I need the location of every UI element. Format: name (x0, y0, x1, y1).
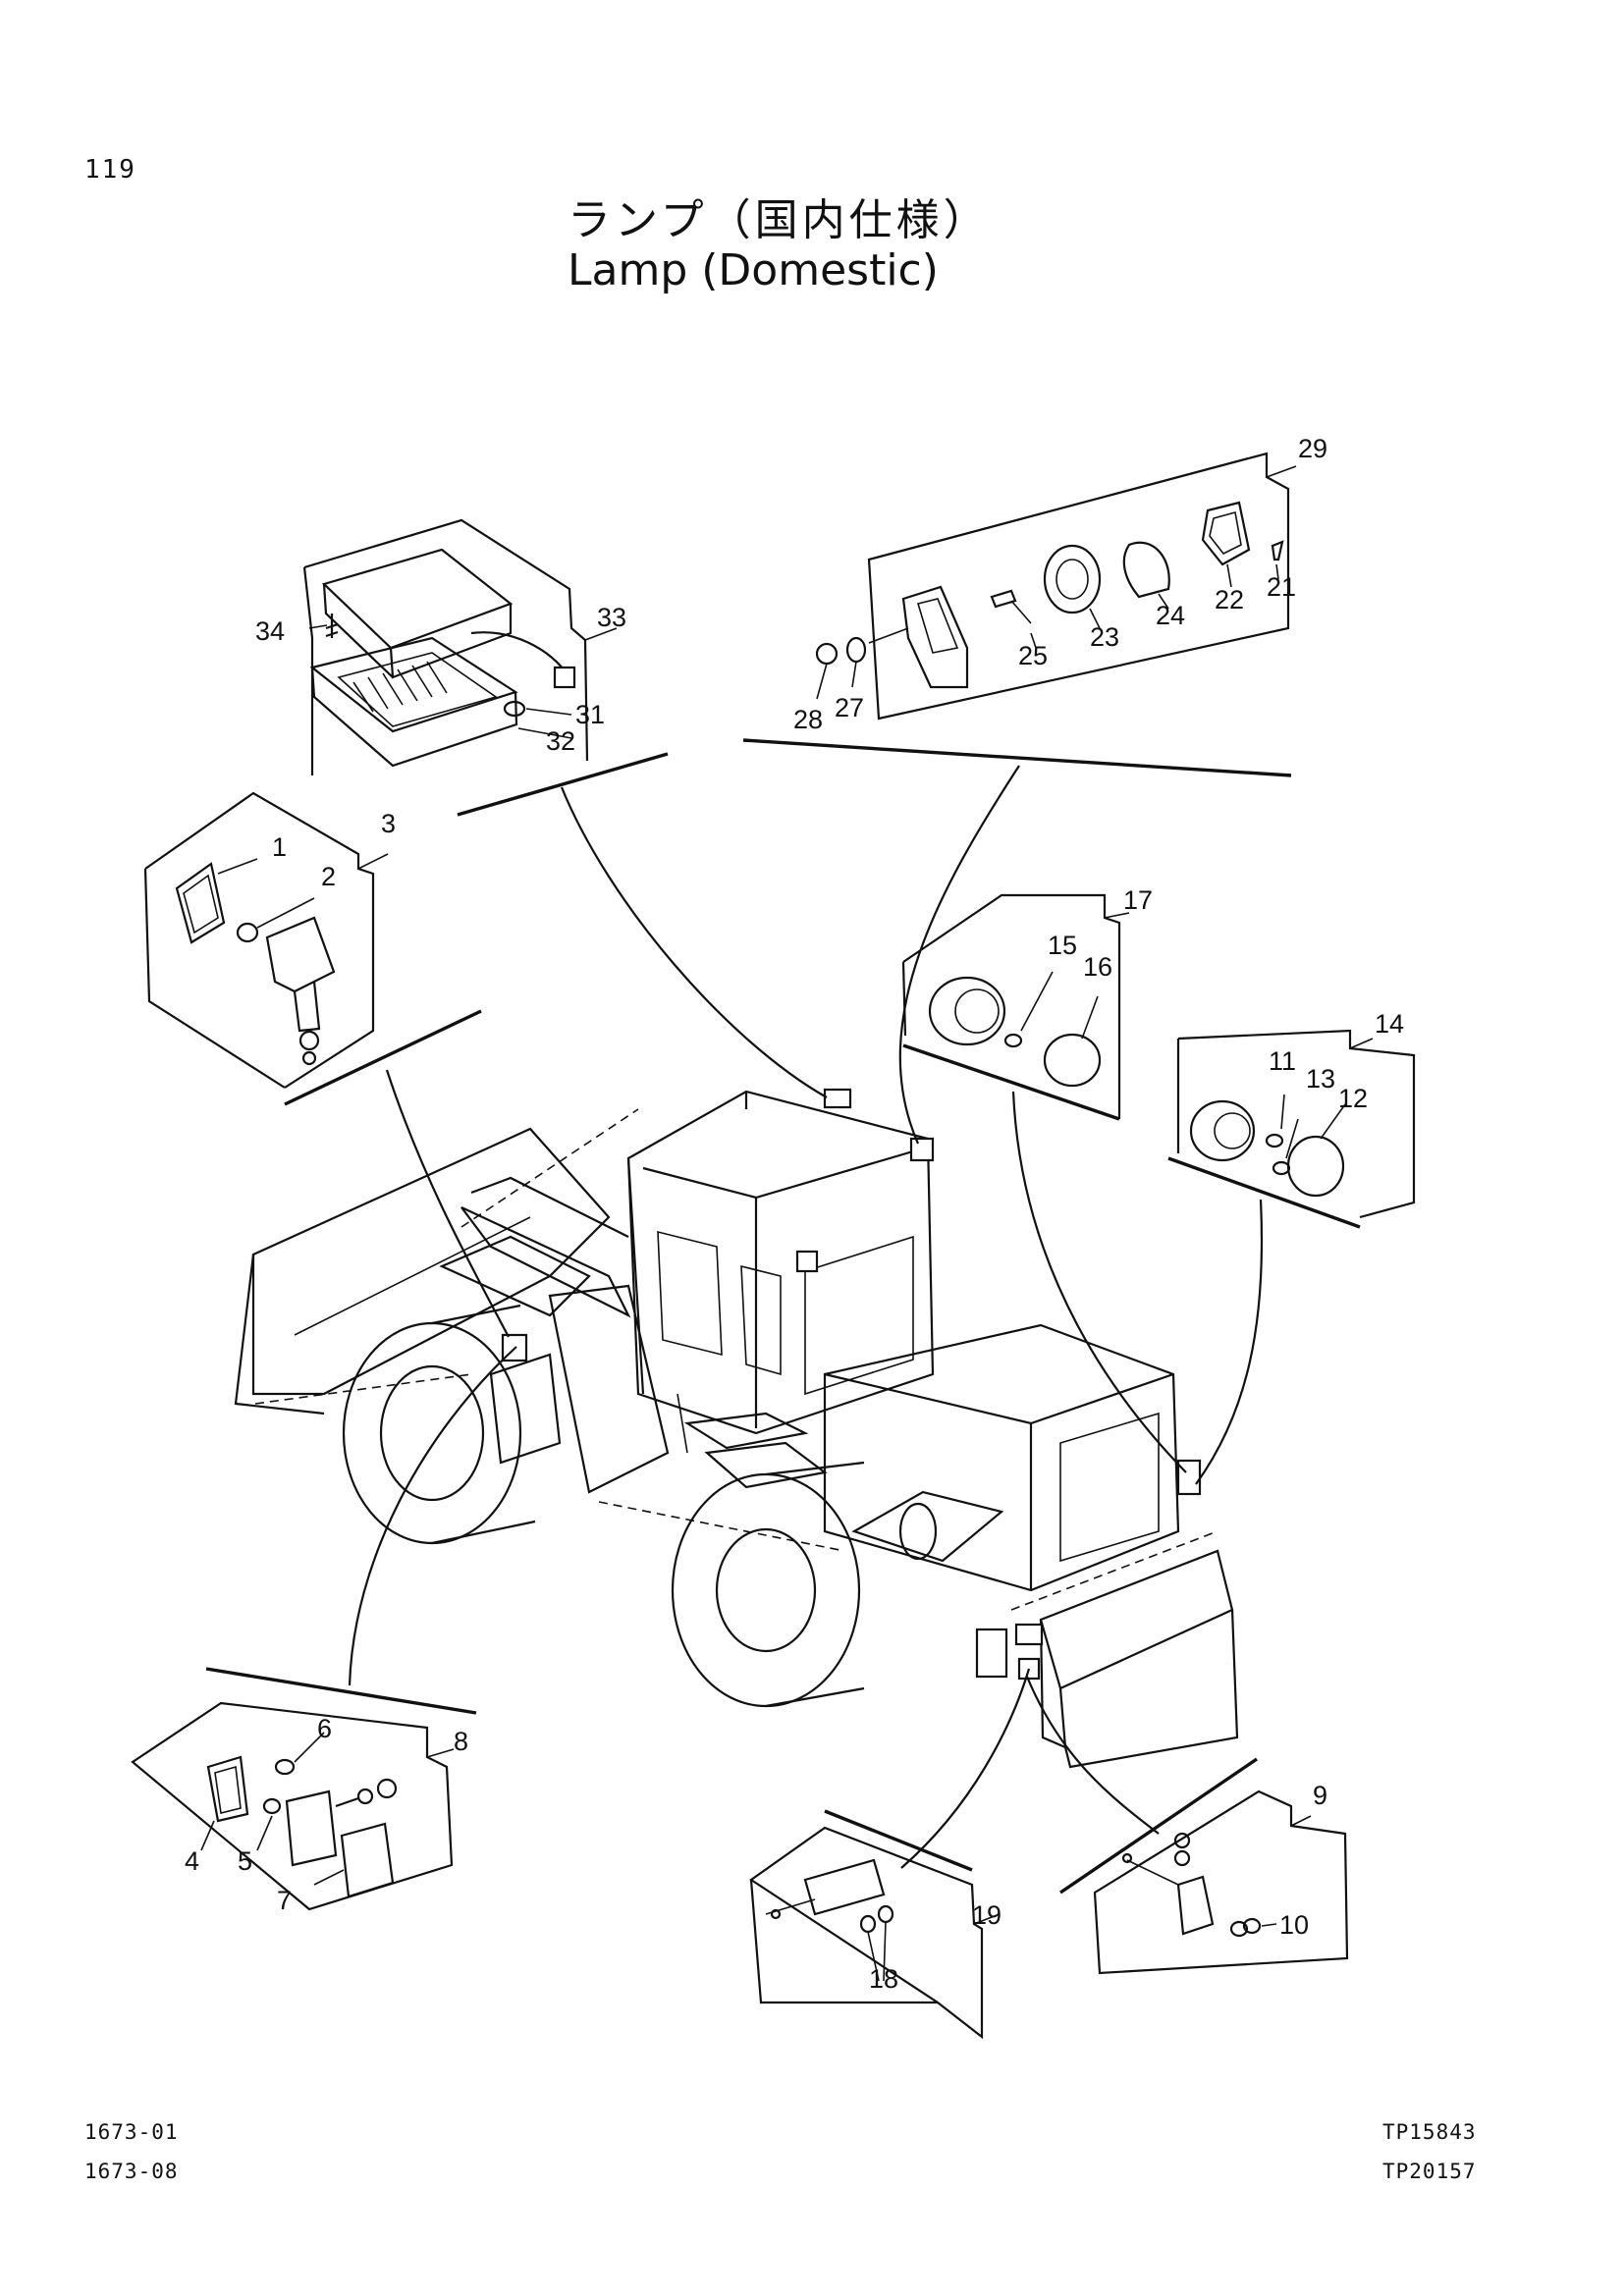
callout-33: 33 (597, 603, 626, 632)
callout-32: 32 (546, 726, 575, 756)
page-title-english: Lamp (Domestic) (568, 245, 939, 295)
callout-2: 2 (321, 862, 336, 891)
callout-28: 28 (793, 705, 823, 734)
callout-22: 22 (1215, 585, 1244, 614)
page-number: 119 (84, 155, 136, 185)
callout-9: 9 (1313, 1781, 1327, 1810)
callout-8: 8 (454, 1727, 468, 1756)
callout-21: 21 (1267, 572, 1296, 602)
panel-9-rear-combination-lamp (1059, 1757, 1349, 1975)
callout-1: 1 (272, 832, 287, 862)
callout-17: 17 (1123, 885, 1153, 915)
callout-16: 16 (1083, 952, 1112, 982)
callout-24: 24 (1156, 601, 1185, 630)
wheel-loader-illustration (234, 1088, 1239, 1769)
callout-14: 14 (1375, 1009, 1404, 1039)
callout-29: 29 (1298, 434, 1327, 463)
callout-34: 34 (255, 616, 285, 646)
callout-31: 31 (575, 700, 605, 729)
panel-17-combination-lamp (901, 893, 1130, 1121)
part-callouts: 1 2 3 4 5 6 7 8 9 10 11 12 13 14 15 16 1… (185, 434, 1404, 1994)
callout-27: 27 (835, 693, 864, 722)
callout-19: 19 (972, 1900, 1001, 1930)
drawing-code-left-2: 1673-08 (84, 2160, 179, 2183)
callout-23: 23 (1090, 622, 1119, 652)
page-title-japanese: ランプ（国内仕様） (568, 195, 991, 245)
callout-15: 15 (1048, 931, 1077, 960)
panel-33-roof-lamp (302, 518, 669, 817)
callout-5: 5 (238, 1846, 252, 1876)
panel-29-rear-lamp (742, 452, 1297, 777)
drawing-code-right-2: TP20157 (1382, 2160, 1477, 2183)
panel-14-combination-lamp (1167, 1029, 1416, 1229)
callout-6: 6 (317, 1714, 332, 1743)
panel-19-license-lamp (749, 1809, 1001, 2040)
callout-18: 18 (869, 1964, 898, 1994)
callout-13: 13 (1306, 1064, 1335, 1094)
panel-3-work-lamp (143, 791, 482, 1106)
callout-25: 25 (1018, 641, 1048, 670)
drawing-code-right-1: TP15843 (1382, 2120, 1477, 2144)
callout-11: 11 (1269, 1046, 1296, 1076)
drawing-code-left-1: 1673-01 (84, 2120, 179, 2144)
callout-7: 7 (277, 1886, 292, 1915)
callout-4: 4 (185, 1846, 199, 1876)
callout-10: 10 (1279, 1910, 1309, 1940)
leader-curves (348, 765, 1264, 1869)
panel-8-rear-work-lamp (131, 1667, 477, 1911)
callout-12: 12 (1338, 1084, 1368, 1113)
callout-3: 3 (381, 809, 396, 838)
